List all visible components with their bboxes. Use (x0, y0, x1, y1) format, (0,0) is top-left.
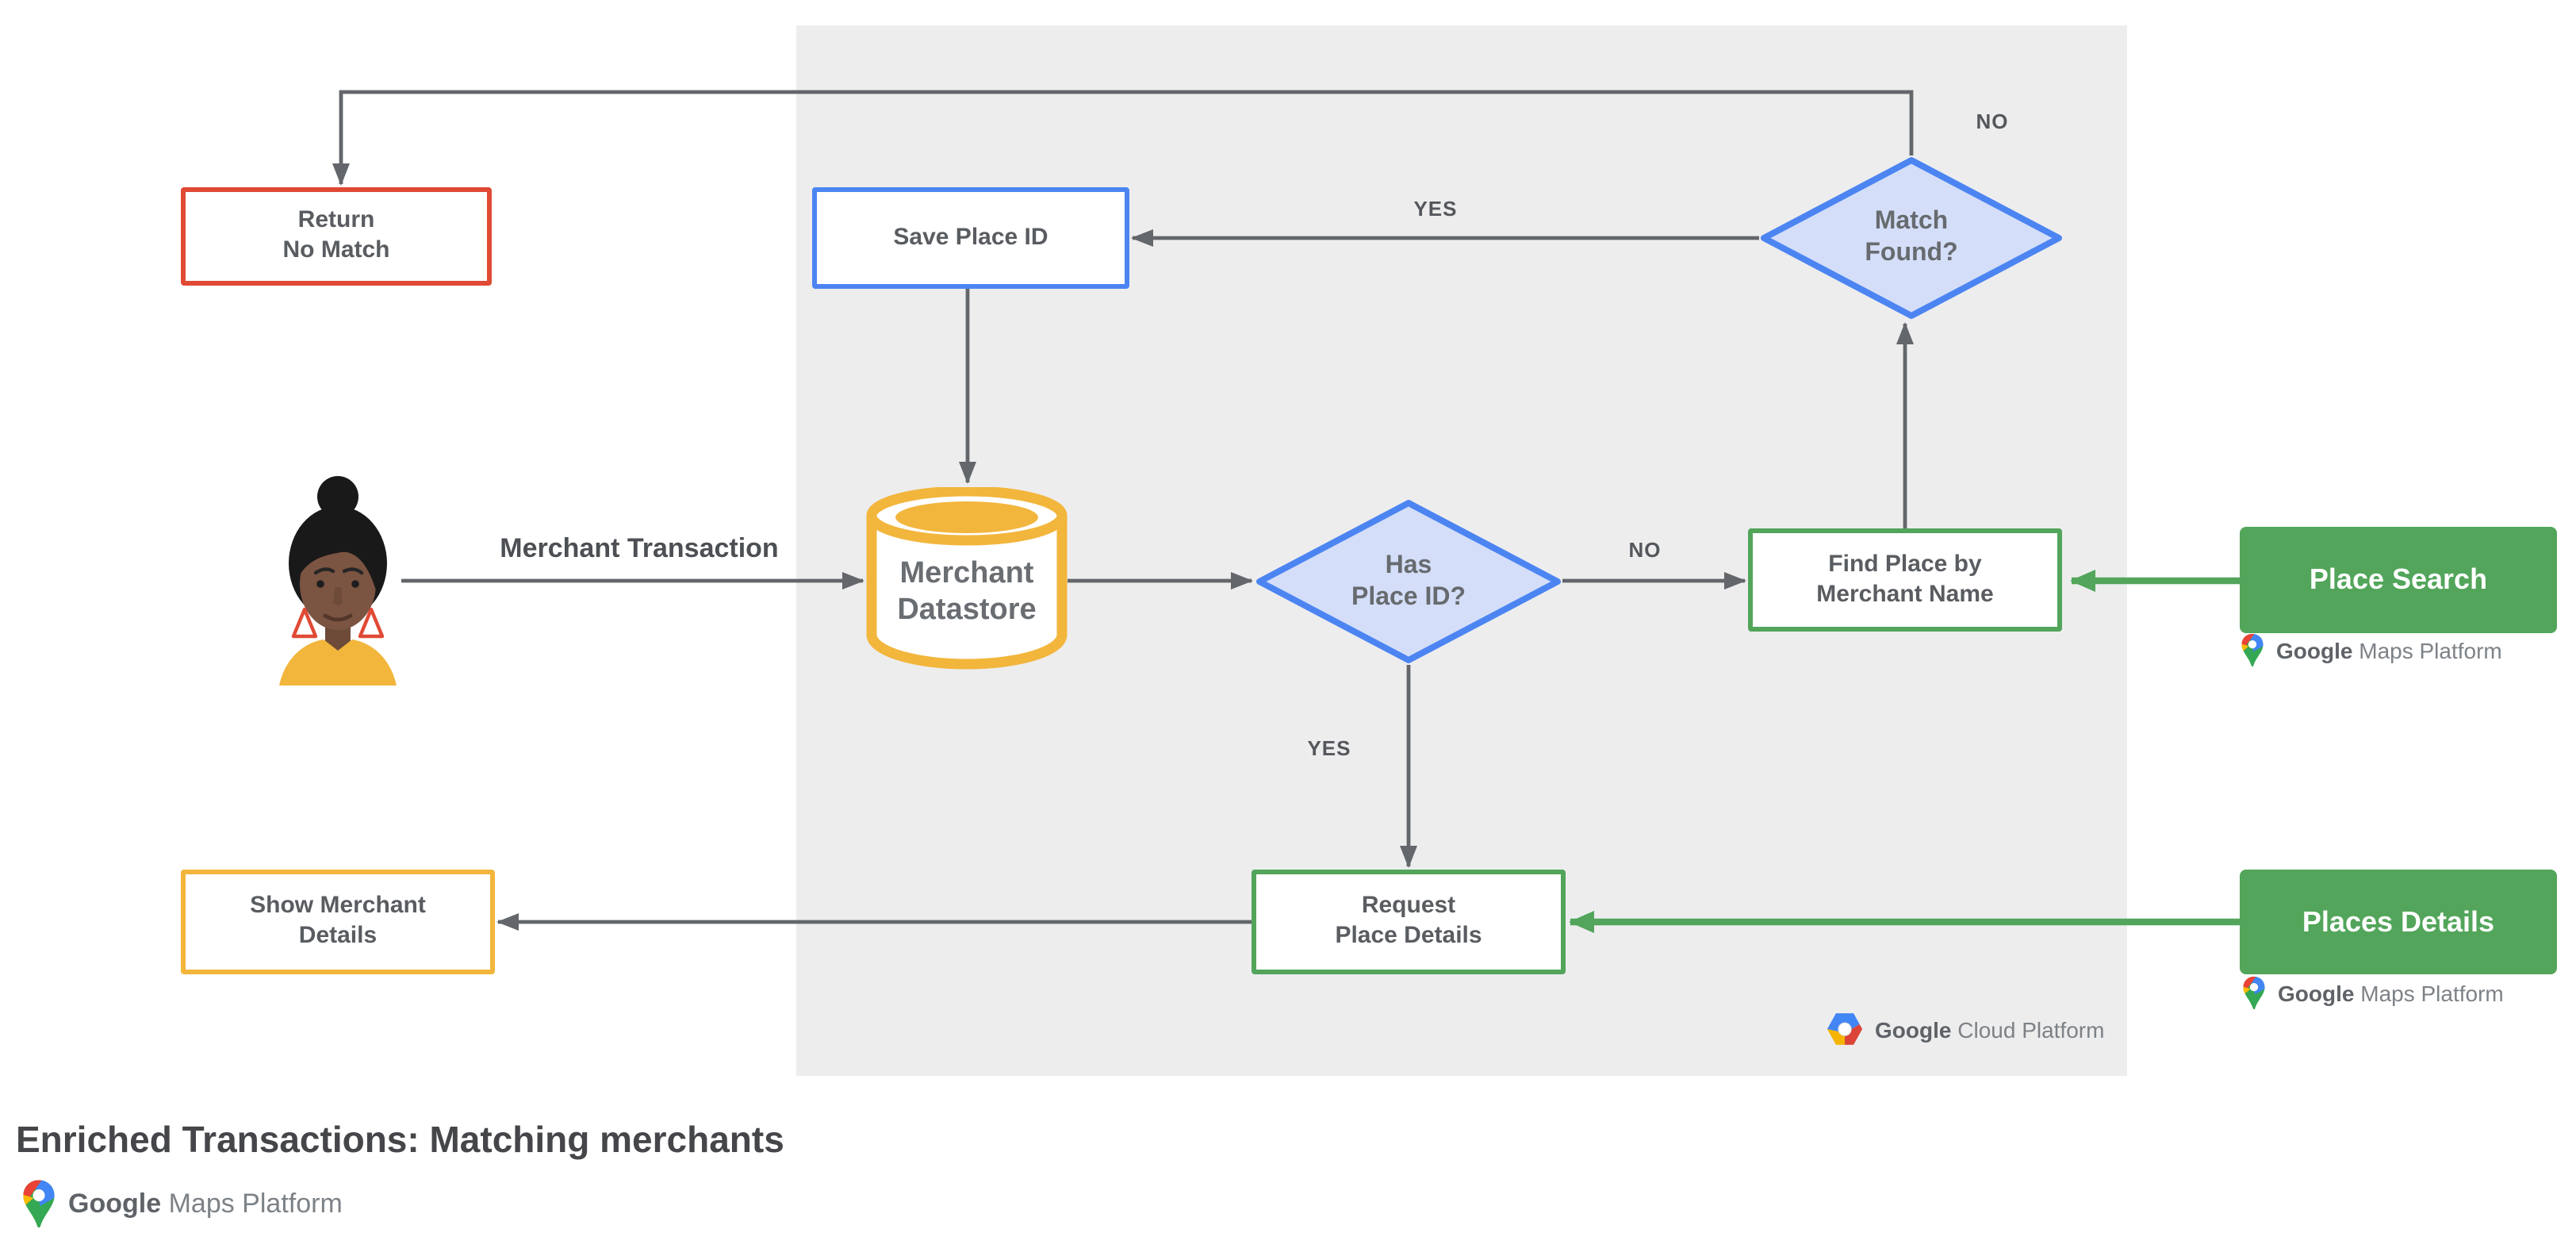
google-wordmark: Google (1875, 1016, 1952, 1042)
gmp-lockup-places-details: Google Maps Platform (2241, 976, 2504, 1011)
label-merchant-transaction: Merchant Transaction (500, 533, 779, 563)
gmp-lockup-place-search: Google Maps Platform (2240, 633, 2502, 668)
google-wordmark: Google (2276, 638, 2353, 663)
label-has-place-id-no: NO (1628, 538, 1662, 562)
maps-platform-wordmark: Maps Platform (168, 1189, 343, 1219)
label-match-found-yes: YES (1413, 197, 1458, 221)
gmp-lockup-footer: Google Maps Platform (21, 1179, 343, 1230)
node-merchant-datastore: Merchant Datastore (897, 557, 1037, 628)
decision-match-found: Match Found? (1759, 156, 2064, 321)
label-match-found-no: NO (1976, 109, 2009, 133)
gmp-lockup-text: Google Maps Platform (2278, 981, 2504, 1006)
gmp-lockup-text: Google Maps Platform (68, 1189, 343, 1220)
google-maps-pin-icon (2241, 976, 2267, 1011)
node-find-place-by-merchant-name: Find Place by Merchant Name (1748, 528, 2062, 632)
api-place-search: Place Search (2240, 527, 2557, 633)
decision-has-place-id: Has Place ID? (1255, 498, 1562, 665)
diamond-shape (1761, 157, 2062, 319)
maps-platform-wordmark: Maps Platform (2359, 638, 2502, 663)
user-avatar (273, 473, 403, 686)
google-maps-pin-icon (2240, 633, 2265, 668)
google-wordmark: Google (2278, 981, 2355, 1006)
node-return-no-match: Return No Match (181, 187, 492, 286)
decision-match-found-label: Match Found? (1865, 208, 1958, 267)
google-maps-pin-icon (21, 1179, 57, 1230)
node-save-place-id: Save Place ID (812, 187, 1129, 289)
google-wordmark: Google (68, 1189, 162, 1219)
decision-has-place-id-label: Has Place ID? (1351, 551, 1466, 610)
node-show-merchant-details: Show Merchant Details (181, 870, 495, 974)
node-request-place-details: Request Place Details (1252, 870, 1566, 974)
maps-platform-wordmark: Maps Platform (2360, 981, 2504, 1006)
gcp-lockup-text: Google Cloud Platform (1875, 1016, 2104, 1042)
label-has-place-id-yes: YES (1307, 736, 1351, 760)
gmp-lockup-text: Google Maps Platform (2276, 638, 2502, 663)
diagram-title: Enriched Transactions: Matching merchant… (16, 1119, 784, 1160)
cloud-platform-wordmark: Cloud Platform (1957, 1016, 2105, 1042)
api-places-details: Places Details (2240, 870, 2557, 974)
google-cloud-hexagon-icon (1826, 1012, 1864, 1046)
diamond-shape (1256, 500, 1561, 663)
gcp-lockup: Google Cloud Platform (1826, 1012, 2104, 1046)
